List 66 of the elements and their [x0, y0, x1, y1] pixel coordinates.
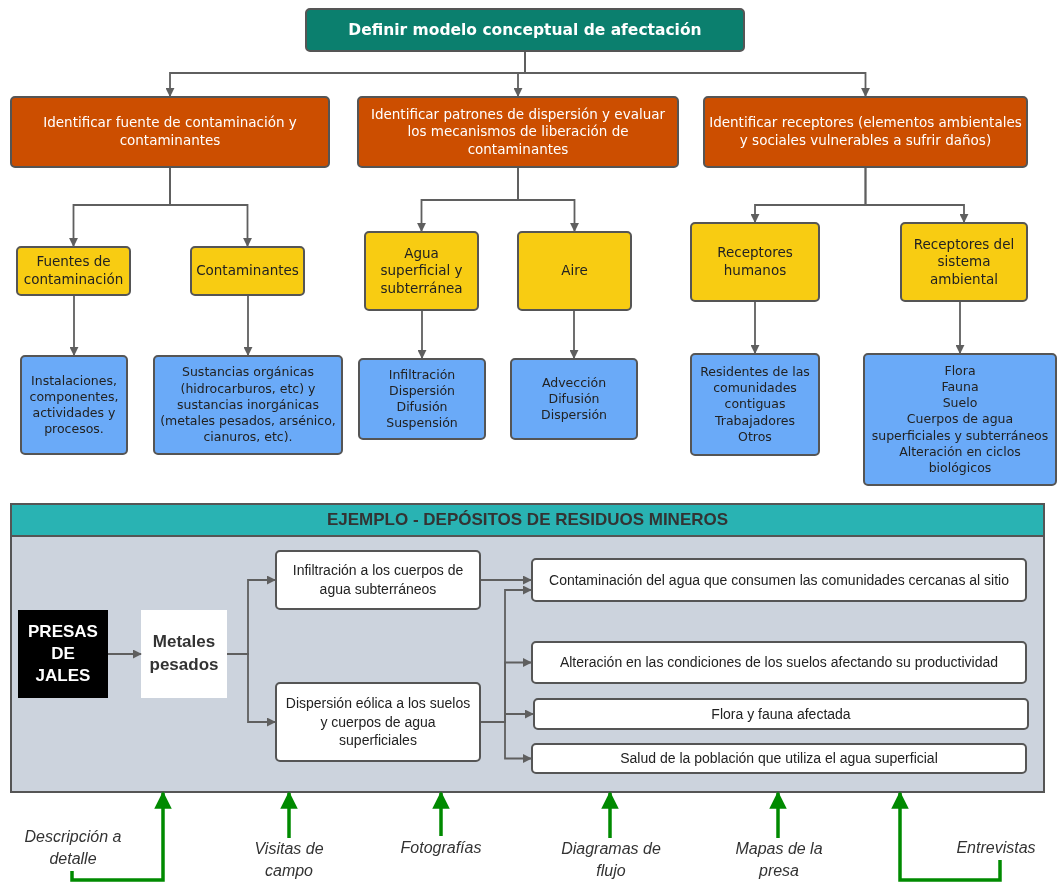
arrow — [864, 167, 969, 223]
effect-box: Flora y fauna afectada — [533, 698, 1029, 730]
arrow — [280, 791, 298, 838]
step-box: Identificar fuente de contaminación y contaminantes — [10, 96, 330, 168]
title-box: Definir modelo conceptual de afectación — [305, 8, 745, 52]
effect-box: Salud de la población que utiliza el agua superficial — [531, 743, 1027, 774]
arrow — [70, 791, 172, 882]
arrow — [243, 295, 253, 356]
arrow — [480, 575, 532, 585]
category-box: Receptores humanos — [690, 222, 820, 302]
detail-box — [358, 358, 486, 440]
arrow — [69, 295, 79, 356]
list-item: Otros — [738, 428, 772, 446]
list-item: Infiltración — [388, 366, 456, 383]
arrow — [169, 167, 252, 247]
list-item: Advección — [541, 374, 607, 391]
source-label: Diagramas de flujo — [545, 838, 677, 882]
category-box: Contaminantes — [190, 246, 305, 296]
contaminant-box: Metales pesados — [141, 610, 227, 698]
source-label: Entrevistas — [938, 836, 1054, 860]
source-label: Fotografías — [385, 836, 497, 860]
arrow — [769, 791, 787, 838]
arrow — [891, 791, 1002, 882]
category-box: Agua superficial y subterránea — [364, 231, 479, 311]
arrow — [517, 167, 579, 232]
arrow — [107, 649, 142, 659]
pathway-box: Infiltración a los cuerpos de agua subterráneos — [275, 550, 481, 610]
category-box: Aire — [517, 231, 632, 311]
arrow — [417, 310, 427, 359]
detail-box: Instalaciones, componentes, actividades y procesos. — [20, 355, 128, 455]
list-item: Suelo — [942, 395, 978, 412]
category-box: Receptores del sistema ambiental — [900, 222, 1028, 302]
arrow — [750, 301, 760, 354]
panel-title: EJEMPLO - DEPÓSITOS DE RESIDUOS MINEROS — [326, 510, 729, 530]
list-item: Cuerpos de agua superficiales y subterráneos — [870, 411, 1050, 444]
list-item: Alteración en ciclos biológicos — [898, 443, 1022, 477]
category-box: Fuentes de contaminación — [16, 246, 131, 296]
detail-box: Sustancias orgánicas (hidrocarburos, etc) y sustancias inorgánicas (metales pesados, arsénico, cianuros, etc). — [153, 355, 343, 455]
step-box: Identificar patrones de dispersión y evaluar los mecanismos de liberación de contaminantes — [357, 96, 679, 168]
list-item: Residentes de las comunidades contiguas — [699, 363, 811, 413]
arrow — [480, 721, 532, 763]
example-panel — [10, 503, 1045, 793]
list-item: Fauna — [941, 378, 979, 396]
detail-box — [690, 353, 820, 456]
arrow — [226, 653, 276, 727]
effect-box: Contaminación del agua que consumen las comunidades cercanas al sitio — [531, 558, 1027, 602]
list-item: Suspensión — [386, 415, 458, 432]
source-label: Mapas de la presa — [718, 838, 840, 882]
source-label: Descripción a detalle — [8, 825, 138, 871]
detail-box — [510, 358, 638, 440]
step-box: Identificar receptores (elementos ambientales y sociales vulnerables a sufrir daños) — [703, 96, 1028, 168]
pathway-box: Dispersión eólica a los suelos y cuerpos de agua superficiales — [275, 682, 481, 762]
effect-box: Alteración en las condiciones de los suelos afectando su productividad — [531, 641, 1027, 684]
list-item: Flora — [944, 362, 976, 379]
source-box: PRESAS DE JALES — [18, 610, 108, 698]
list-item: Trabajadores — [715, 412, 795, 429]
arrow — [955, 301, 965, 354]
arrow — [601, 791, 619, 838]
list-item: Dispersión — [389, 382, 455, 399]
list-item: Difusión — [548, 390, 600, 408]
list-item: Dispersión — [541, 407, 607, 424]
list-item: Difusión — [396, 399, 448, 416]
arrow — [569, 310, 579, 359]
arrow — [432, 791, 450, 836]
detail-box — [863, 353, 1057, 486]
source-label: Visitas de campo — [236, 838, 342, 882]
